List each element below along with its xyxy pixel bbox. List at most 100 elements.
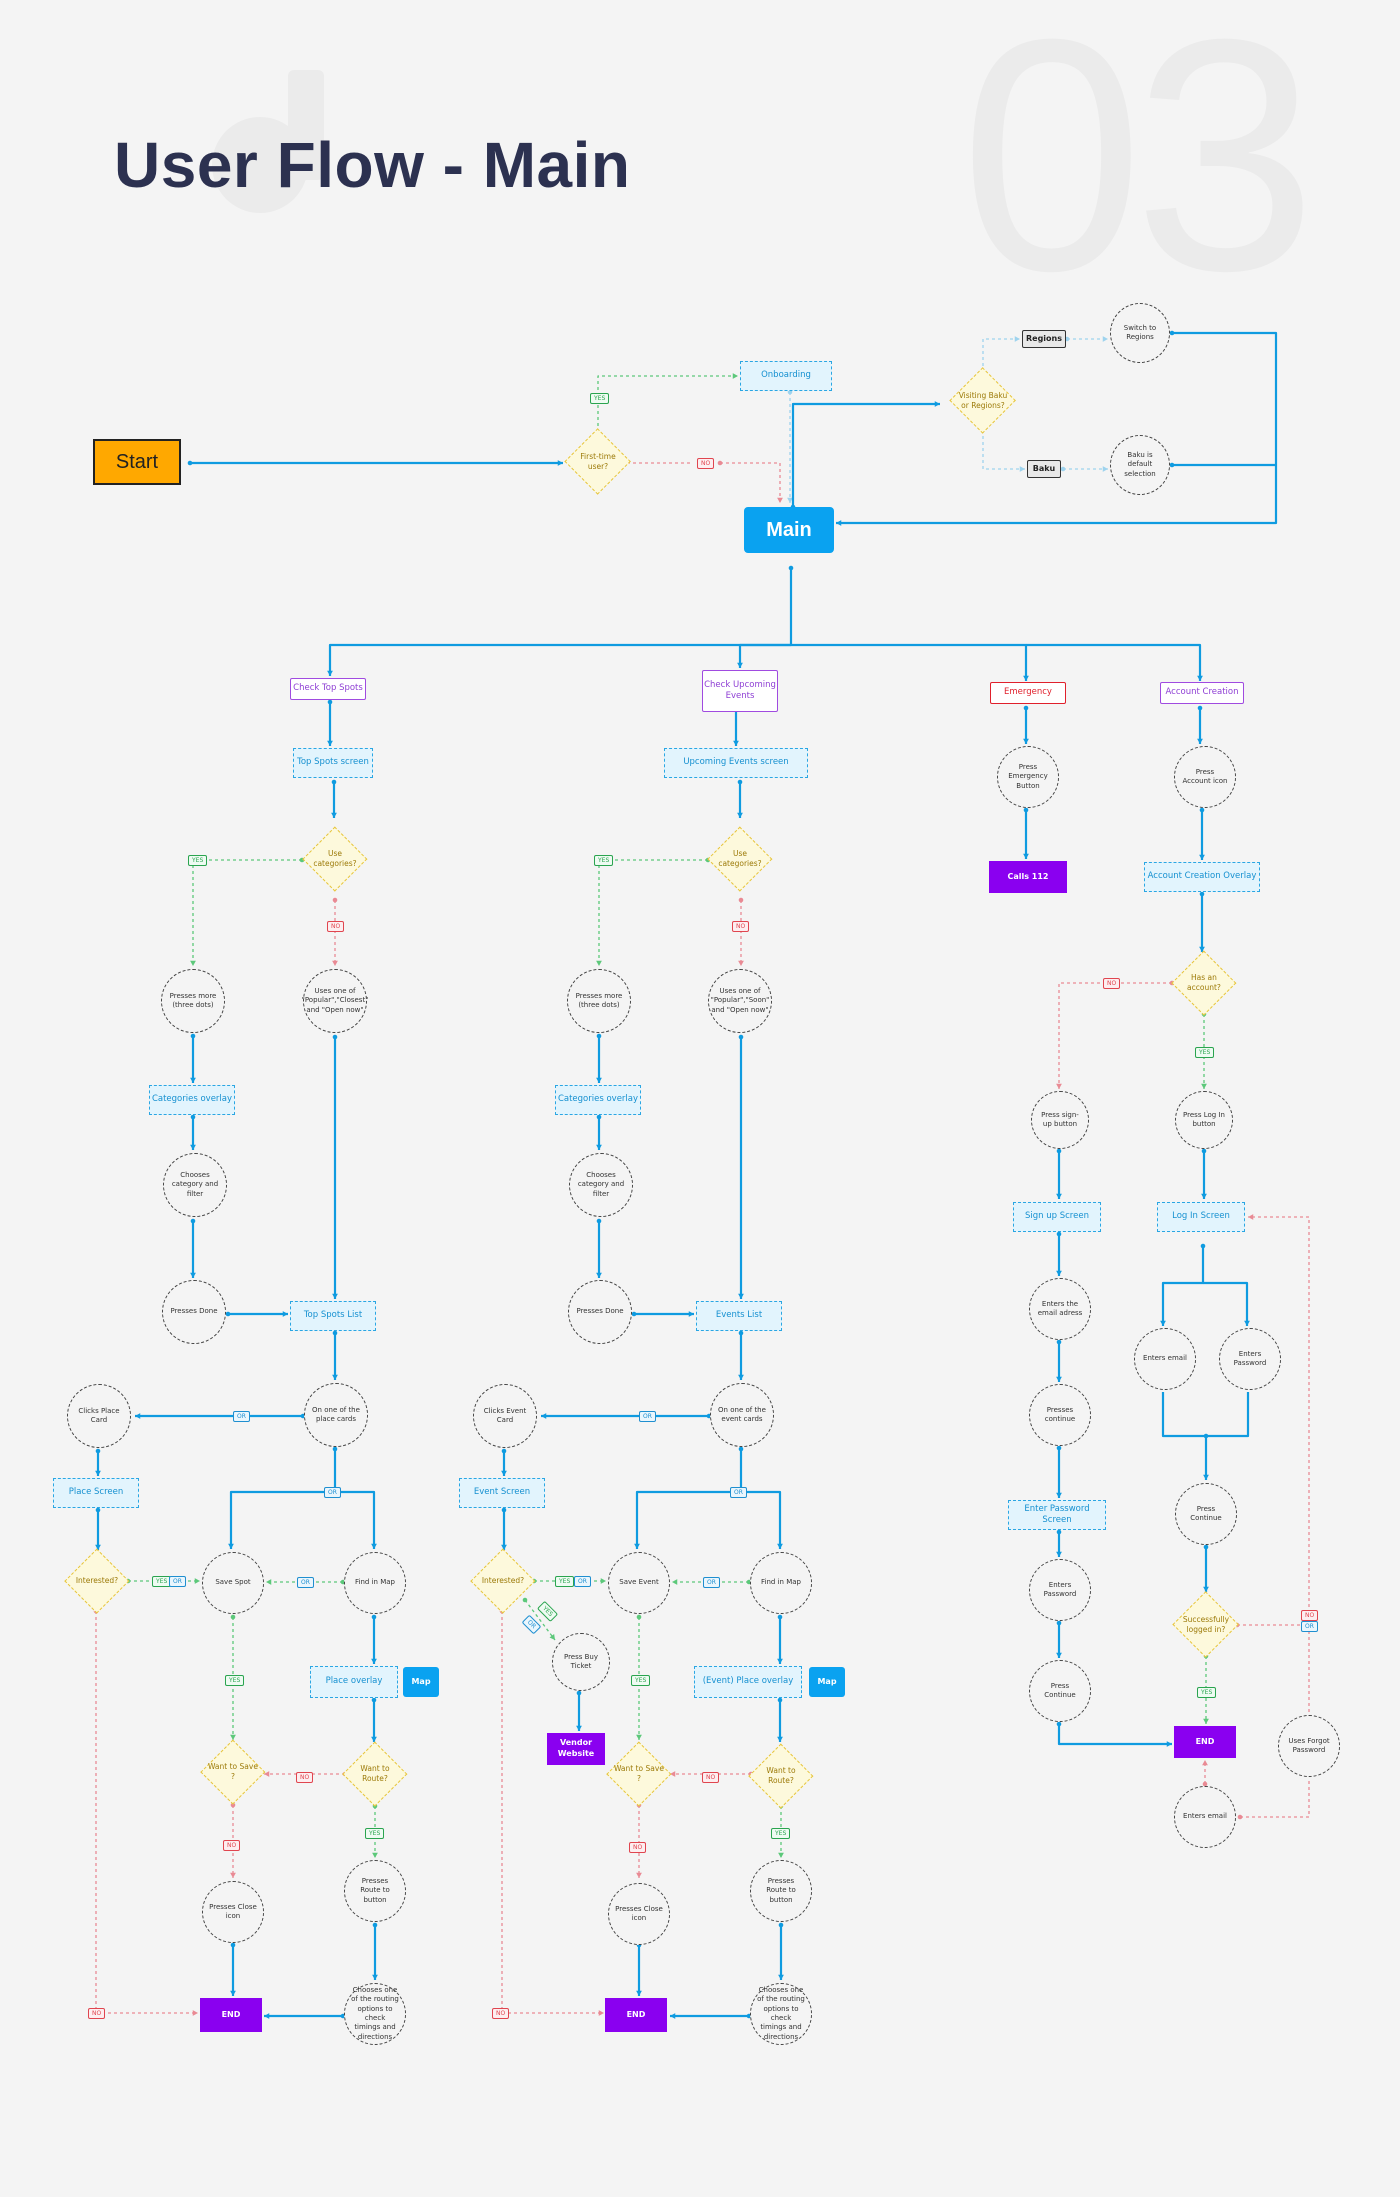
connector-arrowhead — [264, 2013, 270, 2019]
connector-arrowhead — [1199, 854, 1205, 860]
ac-success-decision: Successfully logged in? — [1172, 1591, 1240, 1659]
ts-screen-node: Top Spots screen — [293, 748, 373, 778]
connector-arrowhead — [738, 1293, 744, 1299]
decision-label: Has an account? — [1187, 973, 1221, 992]
connector-dot — [596, 1114, 602, 1120]
page-title: User Flow - Main — [114, 129, 631, 201]
connector-dot — [1169, 462, 1175, 468]
connector-arrowhead — [777, 1736, 783, 1742]
connector-dot — [788, 565, 794, 571]
connector-dot — [1056, 1445, 1062, 1451]
flow-connector-45 — [598, 859, 708, 966]
no-tag: NO — [492, 2008, 510, 2019]
flow-connector-10 — [836, 331, 1278, 525]
no-tag: NO — [629, 1842, 647, 1853]
connector-arrowhead — [1056, 1376, 1062, 1382]
no-tag: NO — [1301, 1610, 1319, 1621]
connector-dot — [372, 1922, 378, 1928]
ev-use-cat-decision: Use categories? — [707, 826, 773, 892]
ac-signup-screen-node: Sign up Screen — [1013, 1202, 1101, 1232]
onboarding-node: Onboarding — [740, 361, 832, 391]
connector-arrowhead — [596, 1077, 602, 1083]
connector-arrowhead — [1023, 675, 1029, 681]
ev-interested-decision: Interested? — [470, 1548, 536, 1614]
flow-connector-15 — [1026, 643, 1202, 681]
ts-want-route-decision: Want to Route? — [342, 1741, 408, 1807]
connector-dot — [187, 460, 193, 466]
connector-arrowhead — [598, 2010, 604, 2016]
connector-dot — [225, 1311, 231, 1317]
no-tag: NO — [88, 2008, 106, 2019]
ts-uses-one-node: Uses one of "Popular","Closest" and "Ope… — [302, 969, 368, 1033]
ac-press-signup-node: Press sign-up button — [1031, 1091, 1089, 1149]
connector-arrowhead — [228, 1543, 234, 1549]
first-time-decision: First-time user? — [564, 428, 632, 496]
ac-enter-pw-screen-node: Enter Password Screen — [1008, 1500, 1106, 1530]
main-node: Main — [744, 507, 834, 553]
connector-arrowhead — [1102, 466, 1108, 472]
yes-tag: YES — [225, 1675, 245, 1686]
flow-connector-85 — [1057, 1724, 1172, 1746]
ts-interested-decision: Interested? — [64, 1548, 130, 1614]
connector-arrowhead — [636, 1872, 642, 1878]
connector-dot — [1056, 1148, 1062, 1154]
connector-arrowhead — [332, 1374, 338, 1380]
check-top-spots-node: Check Top Spots — [290, 678, 366, 700]
yes-tag: YES — [594, 855, 614, 866]
or-tag: OR — [703, 1577, 720, 1588]
connector-dot — [1200, 1243, 1206, 1249]
yes-tag: YES — [590, 393, 610, 404]
ts-want-save-decision: Want to Save ? — [200, 1739, 266, 1805]
ac-presses-continue-node: Presses continue — [1029, 1384, 1091, 1446]
connector-arrowhead — [670, 1771, 676, 1777]
connector-arrowhead — [230, 1734, 236, 1740]
baku-node: Baku — [1027, 460, 1061, 478]
connector-dot — [576, 1690, 582, 1696]
baku-default-node: Baku is default selection — [1110, 435, 1170, 495]
or-tag: OR — [730, 1487, 747, 1498]
connector-arrowhead — [282, 1311, 288, 1317]
ts-place-screen-node: Place Screen — [53, 1478, 139, 1508]
yes-tag: YES — [631, 1675, 651, 1686]
connector-dot — [1056, 1620, 1062, 1626]
connector-arrowhead — [732, 373, 738, 379]
or-tag: OR — [574, 1576, 591, 1587]
connector-arrowhead — [190, 1272, 196, 1278]
connector-dot — [1203, 1433, 1209, 1439]
or-tag: OR — [1301, 1621, 1318, 1632]
connector-arrowhead — [1203, 1474, 1209, 1480]
connector-arrowhead — [372, 1852, 378, 1858]
connector-dot — [522, 1597, 528, 1603]
yes-tag: YES — [365, 1828, 385, 1839]
connector-arrowhead — [1019, 466, 1025, 472]
connector-arrowhead — [190, 960, 196, 966]
connector-arrowhead — [672, 1579, 678, 1585]
connector-dot — [230, 1942, 236, 1948]
connector-arrowhead — [371, 1658, 377, 1664]
connector-arrowhead — [737, 662, 743, 668]
connector-arrowhead — [230, 1872, 236, 1878]
ev-want-save-decision: Want to Save ? — [606, 1741, 672, 1807]
ac-login-screen-node: Log In Screen — [1157, 1202, 1245, 1232]
section-number-watermark: 03 — [960, 0, 1317, 339]
regions-node: Regions — [1022, 330, 1066, 348]
flow-connector-70 — [524, 1599, 556, 1641]
decision-label: Visiting Baku or Regions? — [958, 391, 1008, 410]
connector-arrowhead — [1056, 1083, 1062, 1089]
connector-dot — [1060, 466, 1066, 472]
connector-arrowhead — [135, 1413, 141, 1419]
connector-arrowhead — [1056, 1652, 1062, 1658]
ev-event-screen-node: Event Screen — [459, 1478, 545, 1508]
connector-arrowhead — [1160, 1320, 1166, 1326]
ts-presses-close-node: Presses Close icon — [202, 1881, 264, 1943]
ac-press-account-node: Press Account icon — [1174, 746, 1236, 808]
decision-label: Want to Save ? — [614, 1764, 664, 1783]
or-tag: OR — [324, 1487, 341, 1498]
connector-arrowhead — [332, 1293, 338, 1299]
connector-dot — [778, 1922, 784, 1928]
connector-arrowhead — [1102, 336, 1108, 342]
decision-label: Interested? — [75, 1576, 119, 1586]
flow-connector-87 — [1161, 1246, 1205, 1326]
ac-overlay-node: Account Creation Overlay — [1144, 862, 1260, 892]
connector-arrowhead — [95, 1470, 101, 1476]
